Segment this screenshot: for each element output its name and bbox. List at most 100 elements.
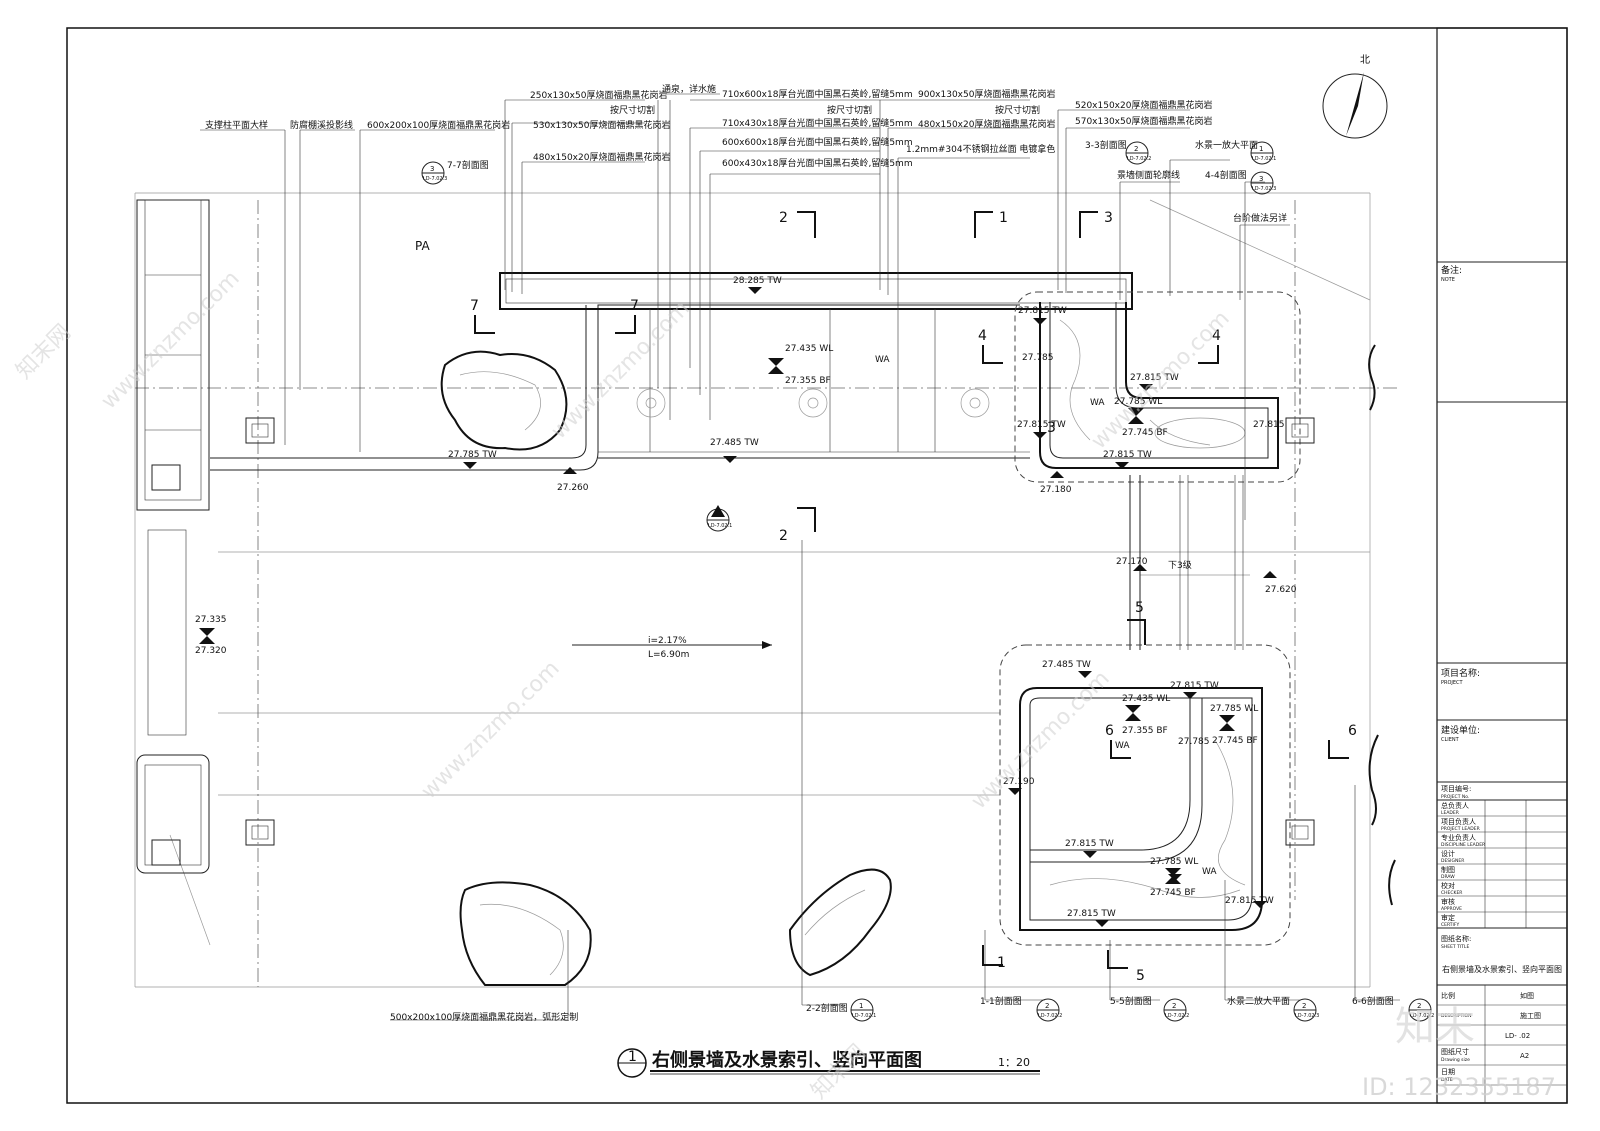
index-bubbles: 3 LD-7.02.3 2 LD-7.02.2 1 LD-7.02.1 3 LD…	[421, 141, 1434, 1022]
north-arrow: 北	[1322, 54, 1388, 139]
water-feature-2	[999, 644, 1315, 946]
svg-text:DRAW: DRAW	[1441, 874, 1455, 880]
callout: 水景二放大平面	[1227, 995, 1290, 1007]
tb-project-no-en: PROJECT No.	[1441, 794, 1469, 800]
section-labels: 2 1 3 4 4 3 7 7 2 5 6 6 1 5	[470, 210, 1357, 984]
svg-text:2: 2	[1417, 1002, 1421, 1010]
tb-size-en: Drawing size	[1441, 1057, 1470, 1063]
svg-text:LD-7.02.2: LD-7.02.2	[1165, 1013, 1189, 1019]
tb-sheet-title-value: 右侧景墙及水景索引、竖向平面图	[1442, 964, 1562, 974]
elevation-label: 27.815	[1253, 420, 1285, 430]
elevation-label: 27.785 TW	[448, 450, 497, 460]
elevation-label: 27.355 BF	[1122, 726, 1168, 736]
elevation-label: 27.335	[195, 615, 227, 625]
site-boundary	[134, 192, 1400, 988]
svg-text:LD-7.02.2: LD-7.02.2	[1127, 156, 1151, 162]
elevation-label: 27.815 TW	[1067, 909, 1116, 919]
left-pergola	[136, 199, 275, 874]
elevation-label: 27.485 TW	[1042, 660, 1091, 670]
index-bubble: 2 LD-7.02.2	[1036, 998, 1062, 1022]
index-bubble: 2 LD-7.02.2	[1125, 141, 1151, 165]
tb-sheet-title-en: SHEET TITLE	[1441, 944, 1469, 950]
svg-text:审定: 审定	[1441, 913, 1455, 922]
callout: 防腐棚溪投影线	[290, 119, 353, 131]
zone-label: WA	[1115, 741, 1130, 751]
elevation-label: 27.745 BF	[1212, 736, 1258, 746]
elevation-label: 27.815 TW	[1065, 839, 1114, 849]
tb-note: 备注:	[1441, 264, 1462, 276]
leader-lines	[200, 93, 1400, 1021]
slope-indicator: i=2.17% L=6.90m	[572, 636, 772, 660]
elevation-label: 27.190	[1003, 777, 1035, 787]
svg-text:2: 2	[1134, 145, 1138, 153]
callout: 1-1剖面图	[980, 995, 1022, 1007]
index-bubble: 2 LD-7.02.2	[1163, 998, 1189, 1022]
north-label: 北	[1360, 54, 1370, 66]
callout: 水景一放大平面	[1195, 139, 1258, 151]
tb-size-value: A2	[1520, 1052, 1529, 1060]
section-mark: 7	[630, 298, 639, 314]
index-bubble: 1 LD-7.02.1	[850, 998, 876, 1022]
drawing-title: 1 右侧景墙及水景索引、竖向平面图 1：20	[617, 1048, 1040, 1078]
elevation-label: 27.785 WL	[1210, 704, 1258, 714]
watermark-site: www.znzmo.com	[547, 296, 695, 444]
elevation-label: 27.815 TW	[1017, 420, 1066, 430]
index-bubble: LD-7.02.1	[706, 505, 732, 532]
section-cut-lines	[474, 211, 1349, 969]
elevation-label: 下3级	[1168, 559, 1192, 571]
callout: 900x130x50厚烧面福鼎黑花岗岩	[918, 88, 1055, 100]
elevation-label: 27.620	[1265, 585, 1297, 595]
tb-description: DESCRIPTION	[1441, 1013, 1471, 1019]
zone-label: PA	[415, 239, 430, 253]
section-mark: 3	[1104, 210, 1113, 226]
elevation-label: 27.485 TW	[710, 438, 759, 448]
section-mark: 4	[978, 328, 987, 344]
watermark-id: ID: 1232355187	[1362, 1073, 1556, 1101]
callout: 按尺寸切割	[995, 104, 1040, 116]
elevation-label: 27.745 BF	[1150, 888, 1196, 898]
water-feature-1	[1014, 291, 1315, 483]
callout: 530x130x50厚烧面福鼎黑花岗岩	[533, 119, 670, 131]
svg-text:LD-7.02.1: LD-7.02.1	[1252, 156, 1276, 162]
callout: 6-6剖面图	[1352, 995, 1394, 1007]
svg-text:3: 3	[1259, 175, 1263, 183]
elevation-label: 27.815 TW	[1225, 896, 1274, 906]
tb-project-no: 项目编号:	[1441, 784, 1471, 793]
tb-date-en: DATE	[1441, 1077, 1453, 1083]
svg-text:LD-7.02.2: LD-7.02.2	[1410, 1013, 1434, 1019]
section-mark: 2	[779, 210, 788, 226]
svg-text:制图: 制图	[1441, 865, 1455, 874]
svg-text:1: 1	[859, 1002, 863, 1010]
boulders	[440, 344, 1396, 986]
tb-sheet-title: 图纸名称:	[1441, 934, 1471, 943]
svg-text:1: 1	[1259, 145, 1263, 153]
title-text: 右侧景墙及水景索引、竖向平面图	[652, 1049, 922, 1071]
elevation-label: 27.435 WL	[785, 344, 833, 354]
svg-text:2: 2	[1045, 1002, 1049, 1010]
callout: 600x600x18厚台光面中国黑石英岭,留缝5mm	[722, 136, 913, 148]
elevation-texts: 28.285 TW 27.785 TW 27.485 TW 27.260 27.…	[195, 276, 1297, 919]
elevation-label: 27.785	[1178, 737, 1210, 747]
tb-project: 项目名称:	[1441, 667, 1480, 679]
callout: 710x600x18厚台光面中国黑石英岭,留缝5mm	[722, 88, 913, 100]
tb-project-en: PROJECT	[1441, 680, 1464, 686]
tb-size: 图纸尺寸	[1441, 1047, 1469, 1056]
svg-text:总负责人: 总负责人	[1441, 801, 1469, 810]
callout: 710x430x18厚台光面中国黑石英岭,留缝5mm	[722, 117, 913, 129]
title-block: 备注: NOTE 项目名称: PROJECT 建设单位: CLIENT 项目编号…	[1437, 261, 1567, 1103]
callout: 景墙侧面轮廓线	[1117, 169, 1180, 181]
section-mark: 4	[1212, 328, 1221, 344]
title-number: 1	[628, 1049, 637, 1065]
elevation-label: 27.815 TW	[1103, 450, 1152, 460]
section-mark: 6	[1348, 723, 1357, 739]
callout: 支撑柱平面大样	[205, 119, 268, 131]
svg-text:CERTIFY: CERTIFY	[1441, 922, 1459, 928]
callout: 7-7剖面图	[447, 159, 489, 171]
callout: 3-3剖面图	[1085, 139, 1127, 151]
zone-label: WA	[1202, 867, 1217, 877]
callout: 4-4剖面图	[1205, 169, 1247, 181]
index-bubble: 1 LD-7.02.1	[1250, 141, 1276, 165]
section-mark: 3	[1047, 420, 1056, 436]
svg-text:审核: 审核	[1441, 897, 1455, 906]
